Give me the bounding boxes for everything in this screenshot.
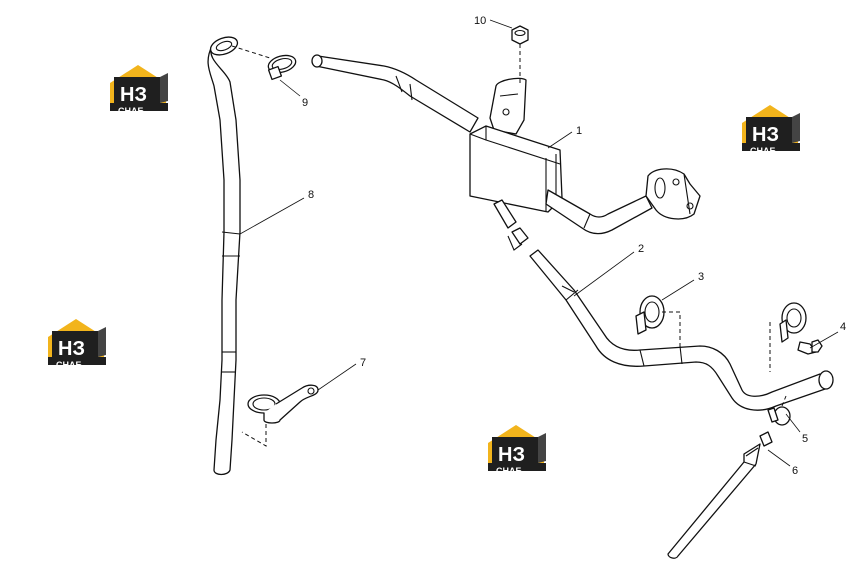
part-5-fitting: [767, 395, 791, 426]
callout-7: 7: [360, 357, 366, 369]
callout-3: 3: [698, 271, 704, 283]
part-6-pipe: [667, 431, 773, 559]
callout-leaders: [239, 19, 839, 467]
watermark-caption: СНАБ: [118, 106, 144, 116]
part-10-nut: [511, 25, 529, 84]
watermark-logo-2: НЗ СНАБ: [742, 105, 800, 156]
callout-6: 6: [792, 465, 798, 477]
part-9-clamp: [231, 45, 297, 81]
part-3-clamp: [635, 295, 681, 348]
callout-9: 9: [302, 97, 308, 109]
watermark-letters: НЗ: [752, 124, 779, 146]
watermark-logo-3: НЗ СНАБ: [48, 319, 106, 370]
callout-2: 2: [638, 243, 644, 255]
callout-8: 8: [308, 189, 314, 201]
watermark-letters: НЗ: [120, 84, 147, 106]
callout-4: 4: [840, 321, 846, 333]
watermark-caption: СНАБ: [56, 360, 82, 370]
watermark-logo-4: НЗ СНАБ: [488, 425, 546, 476]
part-8-hose: [207, 36, 241, 476]
watermark-caption: СНАБ: [496, 466, 522, 476]
part-1-hose-assembly: [311, 54, 701, 235]
watermark-caption: СНАБ: [750, 146, 776, 156]
part-4-clamp: [769, 302, 823, 372]
watermark-logo-1: НЗ СНАБ: [110, 65, 168, 116]
fitting-connector: [507, 227, 529, 251]
part-7-clamp: [241, 384, 319, 447]
callout-1: 1: [576, 125, 582, 137]
part-2-hose: [529, 249, 834, 411]
watermark-letters: НЗ: [498, 444, 525, 466]
callout-5: 5: [802, 433, 808, 445]
watermark-letters: НЗ: [58, 338, 85, 360]
callout-10: 10: [474, 15, 486, 27]
callout-numbers: 10 1 2 3 4 5 6 7 8 9: [302, 15, 846, 477]
